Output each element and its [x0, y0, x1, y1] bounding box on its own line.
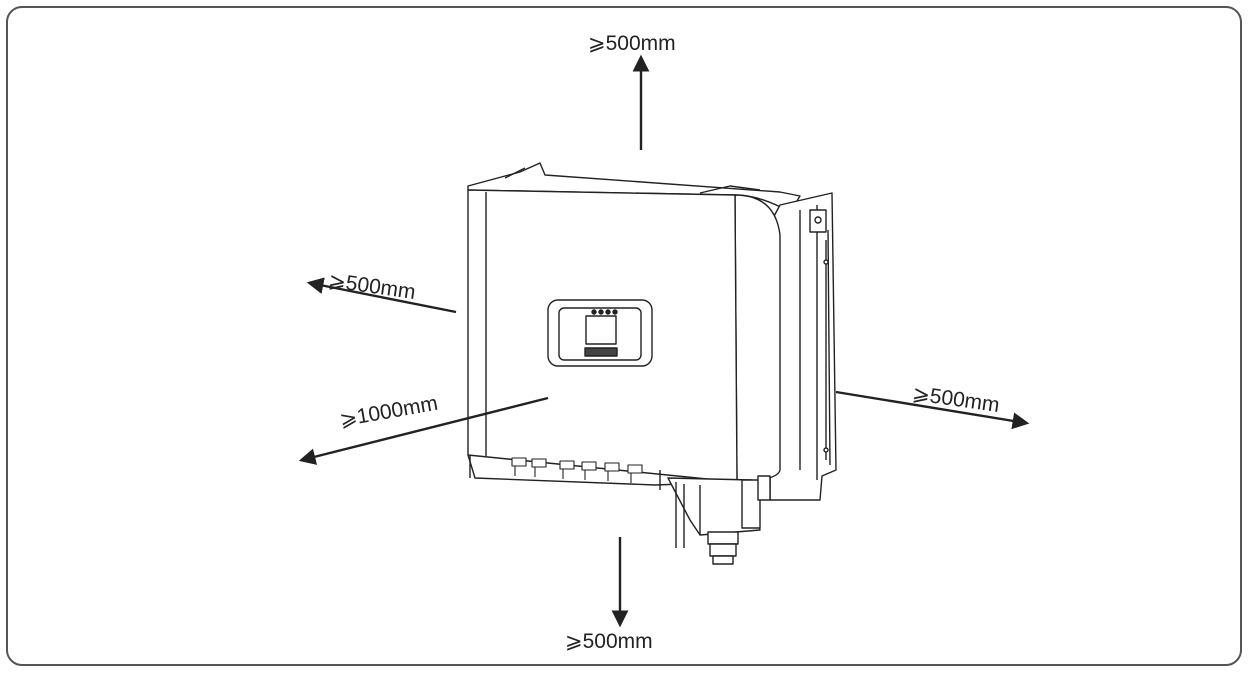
- arrow-front: [298, 396, 549, 465]
- clearance-bottom-label: ⩾500mm: [565, 630, 653, 653]
- arrow-left: [306, 277, 457, 314]
- inverter: [467, 162, 837, 565]
- clearance-top-label: ⩾500mm: [588, 32, 676, 55]
- arrow-right: [835, 390, 1030, 430]
